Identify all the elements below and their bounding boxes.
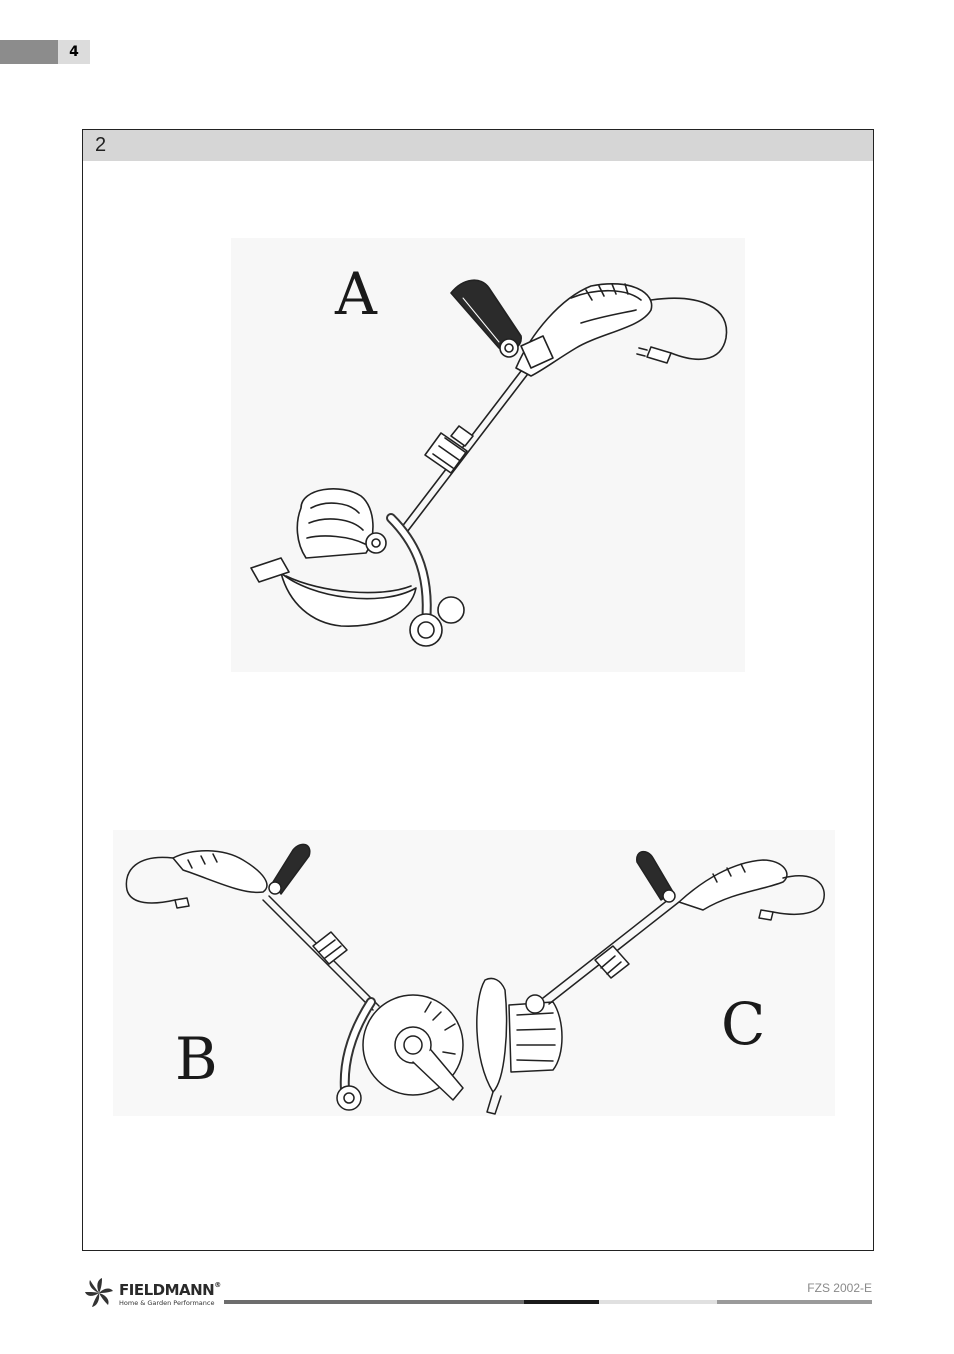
footer-line-mid-right (717, 1300, 872, 1304)
brand-tagline: Home & Garden Performance (119, 1299, 214, 1307)
model-code: FZS 2002-E (807, 1281, 872, 1295)
page-number: 4 (58, 40, 90, 64)
footer-line-dark (524, 1300, 599, 1304)
footer-line-mid-left (224, 1300, 524, 1304)
page-tab-bar (0, 40, 58, 64)
brand-name: FIELDMANN® (119, 1281, 221, 1299)
brand-logo: FIELDMANN® Home & Garden Performance (82, 1276, 232, 1312)
figure-frame: 2 (82, 129, 874, 1251)
view-label-c: C (721, 990, 765, 1058)
footer-line-light (599, 1300, 717, 1304)
trimmer-bc-drawing (113, 830, 835, 1116)
fieldmann-flower-icon (82, 1276, 116, 1310)
view-label-b: B (175, 1025, 218, 1093)
figure-header: 2 (83, 130, 873, 161)
illustration-views-b-c: B C (113, 830, 835, 1116)
figure-number: 2 (95, 134, 106, 157)
illustration-view-a: A (231, 238, 745, 672)
view-label-a: A (335, 260, 377, 328)
trimmer-a-drawing (231, 238, 745, 672)
